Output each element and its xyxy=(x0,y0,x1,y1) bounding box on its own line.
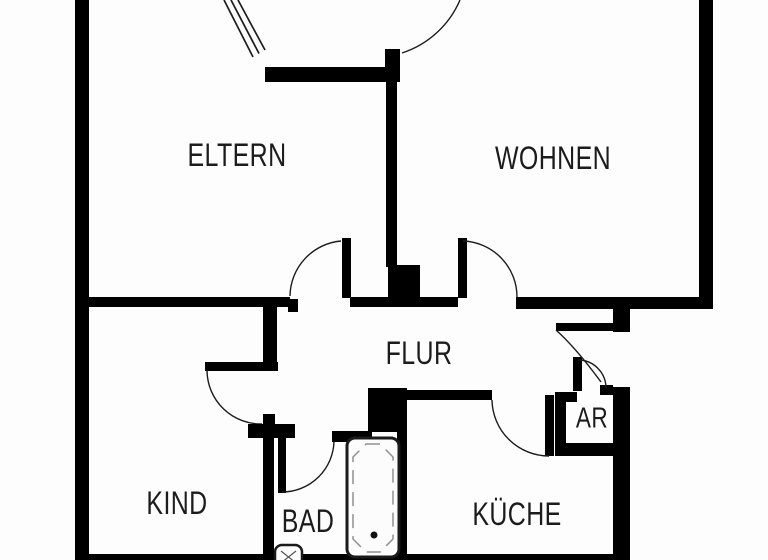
wall-eltern-wohnen-divider xyxy=(386,80,397,267)
kueche-door-arc xyxy=(491,399,550,457)
wall-outer-right xyxy=(699,0,713,309)
room-label-bad: BAD xyxy=(281,503,335,539)
wohnen-door-arc xyxy=(462,240,518,298)
window-glazing-line xyxy=(223,0,254,58)
washbasin xyxy=(273,543,304,560)
kueche-door-leaf xyxy=(545,395,554,456)
wall-eltern-top xyxy=(265,67,397,82)
washbasin-cross-line xyxy=(283,550,297,560)
bathtub-outline xyxy=(345,436,401,559)
ar-door-arc xyxy=(577,359,607,389)
wall-ar-bottom xyxy=(555,443,615,456)
wall-ar-left xyxy=(555,392,566,445)
wohnen-door-leaf xyxy=(458,238,467,298)
wall-end-nub xyxy=(288,299,298,312)
room-label-wohnen: WOHNEN xyxy=(494,140,612,176)
wall-flur-top-mid xyxy=(350,297,458,307)
wall-vestibule-top xyxy=(556,323,615,331)
wall-bad-kueche-divider xyxy=(397,430,407,556)
wall-balcony-door-stub xyxy=(385,49,400,82)
bathtub xyxy=(345,436,401,559)
eltern-door-leaf xyxy=(342,238,351,298)
window-glazing-line xyxy=(230,0,260,54)
vestibule-door-arc xyxy=(555,329,602,383)
wall-step-block xyxy=(613,300,630,332)
wall-bad-top xyxy=(332,431,372,442)
kind-door-arc xyxy=(206,370,263,425)
bathtub-drain xyxy=(370,531,378,539)
window-glazing-line xyxy=(237,0,266,51)
eltern-door-arc xyxy=(289,240,342,297)
wall-bad-left xyxy=(263,438,274,556)
room-label-kind: KIND xyxy=(146,485,208,521)
wall-kueche-top xyxy=(407,390,492,400)
room-label-eltern: ELTERN xyxy=(187,137,287,173)
wall-outer-right-lower xyxy=(613,387,630,560)
wall-bad-left-stub xyxy=(263,414,275,426)
wall-block-bad-kueche xyxy=(368,388,407,432)
wall-ar-door-nub xyxy=(600,385,613,395)
ar-door-leaf xyxy=(573,357,582,391)
room-label-flur: FLUR xyxy=(385,335,453,371)
bathtub-inner-contour xyxy=(352,443,394,553)
wall-kind-flur xyxy=(263,303,277,363)
room-label-kueche: KÜCHE xyxy=(472,496,562,532)
bad-door-arc xyxy=(281,440,335,493)
wall-flur-top-left xyxy=(88,297,290,307)
wall-bad-left-crossbar xyxy=(248,424,295,438)
washbasin-outline xyxy=(273,543,304,560)
balcony-door-arc xyxy=(401,0,461,54)
bad-door-leaf xyxy=(278,438,286,493)
room-label-ar: AR xyxy=(575,402,609,435)
wall-outer-left xyxy=(75,0,89,560)
kind-door-leaf xyxy=(205,362,278,371)
